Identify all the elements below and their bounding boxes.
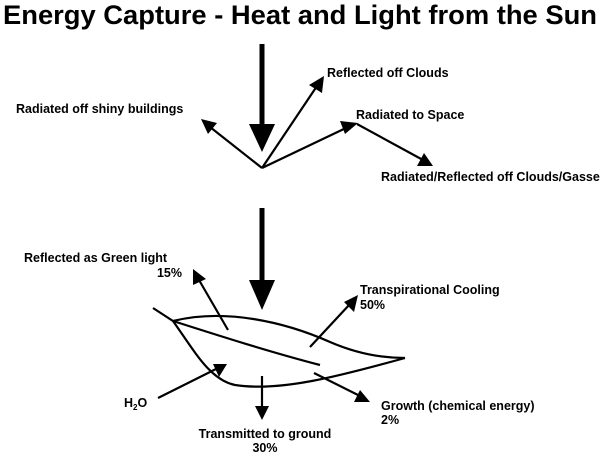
arrow-radiated-buildings [201, 119, 263, 169]
arrowhead-icon [340, 121, 358, 134]
label-transpirational: Transpirational Cooling [360, 283, 500, 297]
arrow-radiated-reflected-gasses [356, 123, 433, 166]
arrow-green-light [193, 269, 229, 331]
arrowhead-icon [354, 390, 370, 402]
down-arrow-icon [249, 124, 275, 152]
label-water: H2O [124, 396, 147, 412]
arrow-growth [313, 372, 370, 402]
label-radiated-space: Radiated to Space [356, 108, 464, 122]
label-growth: Growth (chemical energy) [381, 399, 535, 413]
label-green-light-pct: 15% [157, 266, 182, 280]
label-green-light: Reflected as Green light [24, 251, 168, 265]
arrow-transpirational-cooling [309, 295, 358, 348]
arrow-water-input [157, 364, 227, 399]
arrowhead-icon [213, 364, 227, 377]
incoming-sunlight-arrow-top [249, 44, 275, 152]
arrowhead-icon [255, 406, 269, 420]
label-transmitted-ground-pct: 30% [252, 441, 277, 454]
incoming-sunlight-arrow-leaf [249, 208, 275, 310]
arrowhead-icon [309, 76, 324, 93]
diagram-title: Energy Capture - Heat and Light from the… [3, 0, 597, 30]
label-radiated-reflected-gasses: Radiated/Reflected off Clouds/Gasses [381, 170, 600, 184]
label-growth-pct: 2% [381, 413, 399, 427]
leaf-icon [152, 307, 406, 388]
arrow-radiated-space [261, 121, 358, 169]
label-transmitted-ground: Transmitted to ground [199, 427, 332, 441]
arrow-transmitted-ground [255, 376, 269, 420]
label-radiated-buildings: Radiated off shiny buildings [16, 102, 183, 116]
arrow-reflected-clouds [261, 76, 324, 169]
label-transpirational-pct: 50% [360, 298, 385, 312]
arrowhead-icon [193, 269, 206, 285]
arrowhead-icon [201, 119, 217, 134]
label-reflected-clouds: Reflected off Clouds [327, 66, 449, 80]
arrowhead-icon [344, 295, 358, 312]
arrowhead-icon [417, 153, 433, 166]
down-arrow-icon [249, 280, 275, 310]
